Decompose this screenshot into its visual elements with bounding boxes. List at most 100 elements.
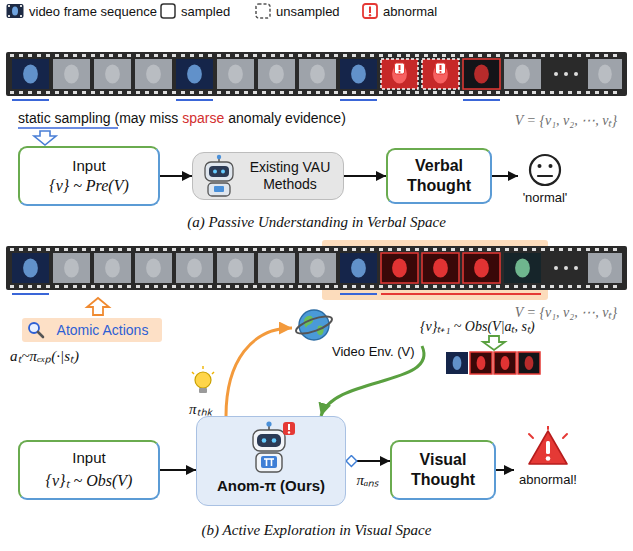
perforation: [73, 54, 77, 57]
perforation: [91, 285, 95, 288]
perforation: [559, 248, 563, 251]
frame-figure: [228, 64, 243, 83]
frame-figure: [501, 356, 510, 370]
perforation: [46, 91, 50, 94]
alert-icon: abnormal!: [514, 426, 582, 498]
perforation: [28, 91, 32, 94]
perforation: [298, 285, 302, 288]
perforation: [541, 285, 545, 288]
perforation: [577, 91, 581, 94]
frame-figure: [105, 258, 120, 277]
perforation: [271, 248, 275, 251]
perforation: [55, 54, 59, 57]
perforation: [604, 91, 608, 94]
warn-icon: [525, 426, 571, 468]
perforation: [91, 54, 95, 57]
frame-figure: [515, 258, 530, 277]
action-box: Atomic Actions: [22, 318, 162, 342]
perforation: [19, 248, 23, 251]
perforation: [100, 248, 104, 251]
perforation: [271, 54, 275, 57]
connector-arrow: [160, 469, 196, 471]
perforation: [154, 91, 158, 94]
ellipsis-dot: [554, 72, 558, 76]
frame-figure: [146, 258, 161, 277]
perforation: [334, 285, 338, 288]
perforation: [181, 54, 185, 57]
perforation: [145, 54, 149, 57]
perforation: [136, 248, 140, 251]
perforation: [361, 54, 365, 57]
sample-underline: [340, 99, 377, 101]
perforation: [226, 285, 230, 288]
perforation: [46, 248, 50, 251]
ellipsis-dot: [574, 72, 578, 76]
ellipsis-dot: [564, 266, 568, 270]
video-frame: [422, 253, 459, 283]
input-box: Input{v} ~ Pre(V): [18, 146, 160, 206]
frame-figure: [23, 64, 38, 83]
perforation: [433, 248, 437, 251]
perforation: [604, 248, 608, 251]
perforation: [118, 248, 122, 251]
perforation: [523, 285, 527, 288]
perforation: [559, 91, 563, 94]
perforation: [244, 54, 248, 57]
perforation: [289, 54, 293, 57]
video-frame: [53, 59, 90, 89]
perforation: [316, 248, 320, 251]
perforation: [262, 285, 266, 288]
perforation: [55, 285, 59, 288]
perforation: [46, 285, 50, 288]
note-text: sparse: [182, 110, 224, 126]
perforation: [352, 91, 356, 94]
perforation: [568, 285, 572, 288]
face-icon: [527, 152, 563, 188]
frame-figure: [310, 258, 325, 277]
sample-underline: [12, 99, 49, 101]
perforation: [100, 54, 104, 57]
perforation: [244, 91, 248, 94]
legend-swatch: [6, 3, 24, 19]
perforation: [136, 285, 140, 288]
perforation: [118, 54, 122, 57]
perforation: [604, 285, 608, 288]
perforation: [127, 54, 131, 57]
perforation: [514, 285, 518, 288]
perforation: [10, 91, 14, 94]
video-frame: [381, 59, 418, 89]
perforation: [415, 54, 419, 57]
ellipsis-dot: [574, 266, 578, 270]
perforation: [37, 248, 41, 251]
perforation: [190, 54, 194, 57]
legend-text: unsampled: [276, 4, 340, 19]
perforation: [487, 285, 491, 288]
perforation: [352, 54, 356, 57]
perforation: [280, 91, 284, 94]
connector-arrow: [226, 328, 292, 416]
perforation: [532, 248, 536, 251]
perforation: [298, 91, 302, 94]
perforation: [388, 285, 392, 288]
video-frame: [12, 59, 49, 89]
perforation: [280, 285, 284, 288]
perforation: [406, 54, 410, 57]
perforation: [541, 248, 545, 251]
video-frame: [381, 253, 418, 283]
perforation: [73, 285, 77, 288]
face-icon: [527, 152, 563, 188]
subfigure-caption: (a) Passive Understanding in Verbal Spac…: [0, 214, 633, 231]
thought-box: Verbal Thought: [386, 148, 492, 204]
perforation: [118, 91, 122, 94]
frame-figure: [453, 356, 462, 370]
perforation: [370, 54, 374, 57]
policy-formula: aₜ~πₑₓₚ(·|sₜ): [10, 345, 79, 365]
perforation: [532, 91, 536, 94]
perforation: [397, 54, 401, 57]
perforation: [28, 285, 32, 288]
legend-swatch: [160, 3, 176, 19]
perforation: [532, 54, 536, 57]
perforation: [163, 54, 167, 57]
perforation: [316, 54, 320, 57]
perforation: [478, 91, 482, 94]
